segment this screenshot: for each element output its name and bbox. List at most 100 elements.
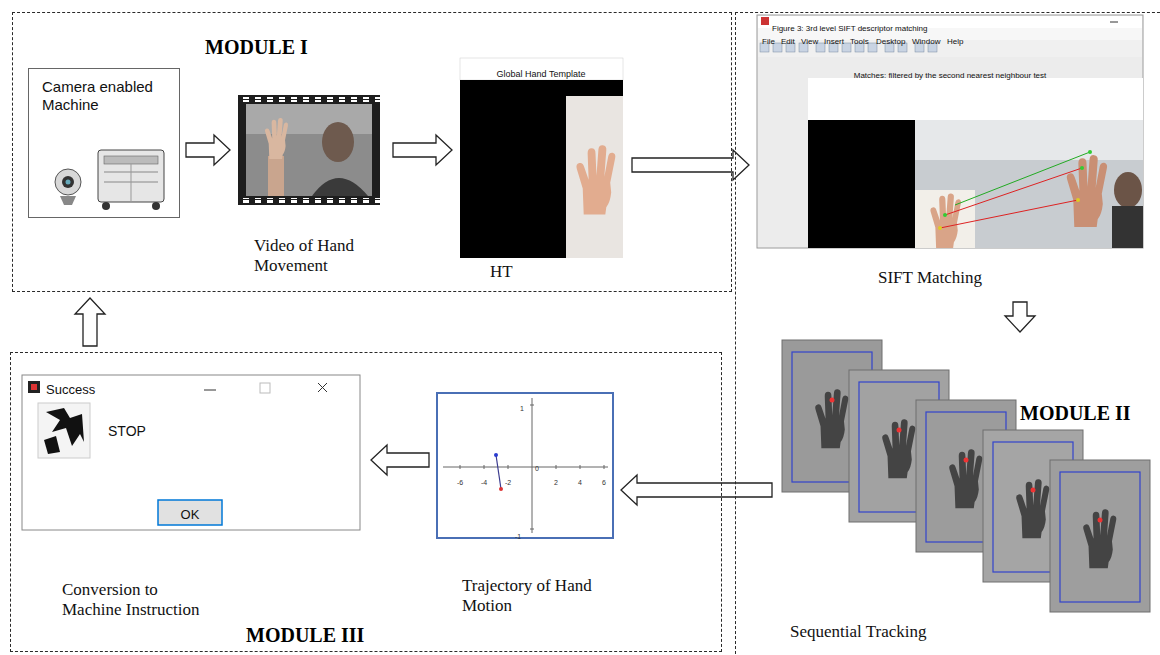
sift-window xyxy=(758,57,1142,247)
hollow-arrow xyxy=(1005,302,1035,332)
sift-window xyxy=(1110,22,1118,23)
text-holder: MODULE III xyxy=(246,624,416,647)
webcam-icon xyxy=(62,176,74,188)
sift-window xyxy=(1076,198,1080,202)
image-panel: Sequential Tracking xyxy=(778,338,1156,648)
trajectory-plot xyxy=(494,453,498,457)
text-holder: Matches: filtered by the second nearest … xyxy=(800,64,1100,82)
success-dialog xyxy=(44,436,60,454)
module-region: MODULE I Camera enabled MachineVideo of H… xyxy=(12,12,732,292)
text-holder: 6 xyxy=(596,471,612,489)
hand-template-image xyxy=(566,96,623,258)
video-frame xyxy=(238,198,380,203)
video-frame xyxy=(322,122,354,162)
sift-window xyxy=(808,78,1143,248)
screen-text: Matches: filtered by the second nearest … xyxy=(854,71,1047,81)
text-holder: SIFT Matching xyxy=(878,268,1028,288)
machine-case-icon xyxy=(98,150,164,210)
tracking-frames xyxy=(1098,518,1103,523)
trajectory-plot xyxy=(437,393,613,538)
machine-case-icon xyxy=(131,164,132,202)
text-holder: 2 xyxy=(548,471,564,489)
text-holder: 0 xyxy=(535,457,545,475)
hollow-arrow xyxy=(393,135,452,165)
sift-window xyxy=(915,120,1143,160)
screen-text: Window xyxy=(912,37,940,47)
sift-window xyxy=(757,15,1143,248)
text-holder: Figure 3: 3rd level SIFT descriptor matc… xyxy=(772,17,1092,35)
sift-window xyxy=(1067,155,1107,227)
text-holder: Help xyxy=(947,30,968,48)
video-frame xyxy=(246,104,372,134)
caption-text: Video of Hand Movement xyxy=(254,236,384,276)
text-holder: -2 xyxy=(500,471,516,489)
text-holder: 4 xyxy=(572,471,588,489)
video-frame xyxy=(268,156,284,196)
hand-template-image xyxy=(460,58,623,80)
text-holder: Window xyxy=(912,30,945,48)
screen-text: Figure 3: 3rd level SIFT descriptor matc… xyxy=(772,24,927,34)
screen-text: -2 xyxy=(505,478,511,487)
trajectory-plot xyxy=(499,487,503,491)
sift-window xyxy=(955,152,1090,205)
screen-text: 4 xyxy=(578,478,582,487)
tracking-frames xyxy=(882,419,915,478)
hollow-arrow xyxy=(371,445,429,475)
sift-window xyxy=(761,17,769,25)
text-holder: Edit xyxy=(781,30,799,48)
screen-text: File xyxy=(762,37,775,47)
machine-case-icon xyxy=(152,202,160,210)
video-frame xyxy=(238,95,380,205)
image-panel: -6-4-202461-1Trajectory of Hand Motion xyxy=(435,391,615,623)
sift-window xyxy=(1114,172,1142,208)
success-dialog xyxy=(22,375,360,530)
success-dialog xyxy=(28,381,40,393)
text-holder: OK xyxy=(158,505,222,523)
webcam-icon xyxy=(66,180,71,185)
text-holder: Tools xyxy=(850,30,874,48)
tracking-frames xyxy=(949,449,982,508)
screen-text: 1 xyxy=(520,404,524,413)
video-frame xyxy=(238,97,380,102)
text-holder: Insert xyxy=(824,30,848,48)
module-region: MODULE II Figure 3: 3rd level SIFT descri… xyxy=(735,12,1160,655)
text-holder: -4 xyxy=(476,471,492,489)
text-holder: Trajectory of Hand Motion xyxy=(462,576,607,616)
trajectory-plot xyxy=(443,467,608,468)
text-holder: View xyxy=(801,30,822,48)
screen-text: -4 xyxy=(481,478,487,487)
tracking-frames xyxy=(1050,460,1150,612)
sift-window xyxy=(1112,206,1143,248)
text-holder: Desktop xyxy=(876,30,910,48)
text-holder: Conversion to Machine Instruction xyxy=(62,580,215,620)
screen-text: Success xyxy=(46,382,95,397)
tracking-frames xyxy=(1083,509,1116,568)
text-holder: Camera enabled Machine xyxy=(42,78,160,114)
sift-window xyxy=(940,200,1078,228)
machine-case-icon xyxy=(102,202,110,210)
image-panel: Video of Hand Movement xyxy=(236,92,387,284)
text-holder: Video of Hand Movement xyxy=(254,236,384,276)
tracking-frames xyxy=(815,389,848,448)
hand-template-image xyxy=(460,80,623,258)
video-frame xyxy=(265,118,288,159)
tracking-frames xyxy=(1031,488,1036,493)
screen-text: 6 xyxy=(602,478,606,487)
text-holder: Sequential Tracking xyxy=(790,622,990,642)
sift-window xyxy=(915,190,975,248)
sift-window xyxy=(943,213,947,217)
module-title: MODULE II xyxy=(1020,402,1131,425)
text-holder: Global Hand Template xyxy=(462,63,620,81)
text-holder: HT xyxy=(490,262,530,282)
trajectory-plot xyxy=(437,393,613,538)
text-holder: 1 xyxy=(520,397,529,415)
screen-text: Help xyxy=(947,37,963,47)
trajectory-plot xyxy=(460,405,604,529)
success-dialog xyxy=(22,375,360,530)
text-holder: STOP xyxy=(108,422,178,440)
success-dialog xyxy=(31,384,37,390)
sift-window xyxy=(1080,166,1084,170)
hand-template-image xyxy=(576,145,615,214)
screen-text: 0 xyxy=(535,464,539,473)
module-title: MODULE I xyxy=(205,36,308,59)
